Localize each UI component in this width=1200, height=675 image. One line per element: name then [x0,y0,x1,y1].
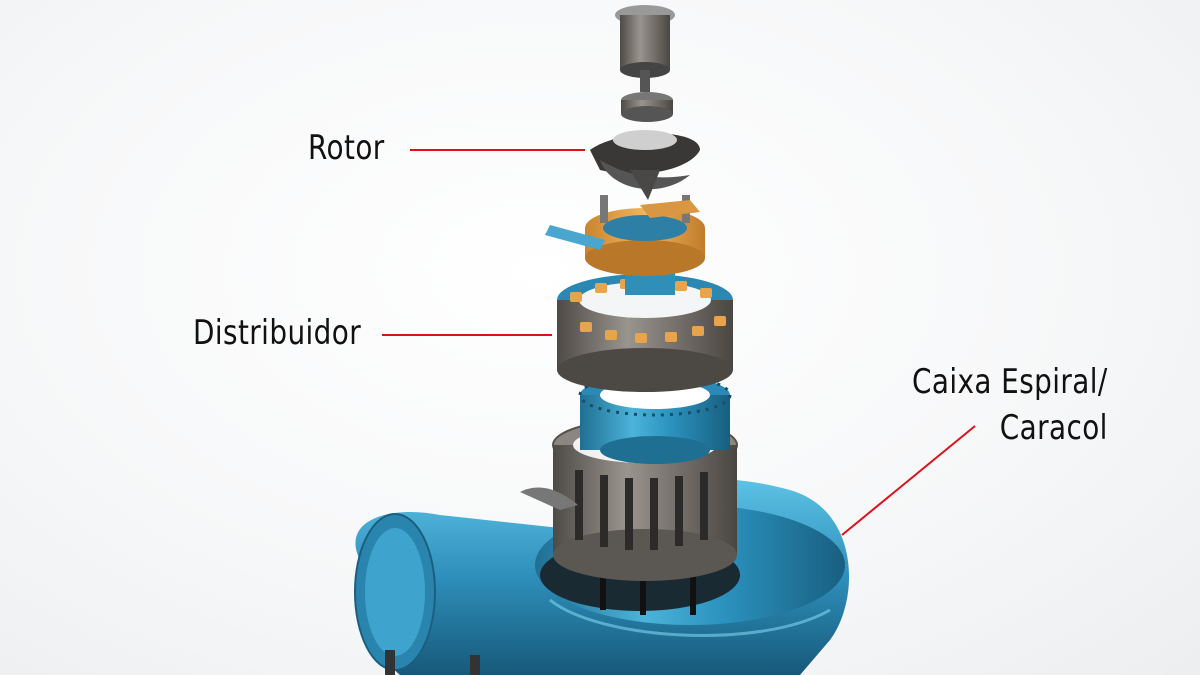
distribuidor-label: Distribuidor [193,313,362,353]
caixa-espiral-label-line1: Caixa Espiral/ [912,362,1108,402]
runner-rotor [590,130,700,200]
distributor [557,274,733,392]
caixa-leader-line [841,425,976,536]
top-assembly [615,5,675,92]
leader-lines [382,149,976,536]
shaft-coupling [621,92,673,122]
caixa-espiral-label-line2: Caracol [999,408,1108,448]
rotor-label: Rotor [308,128,385,168]
head-cover [545,195,705,295]
bottom-ring [578,373,732,464]
